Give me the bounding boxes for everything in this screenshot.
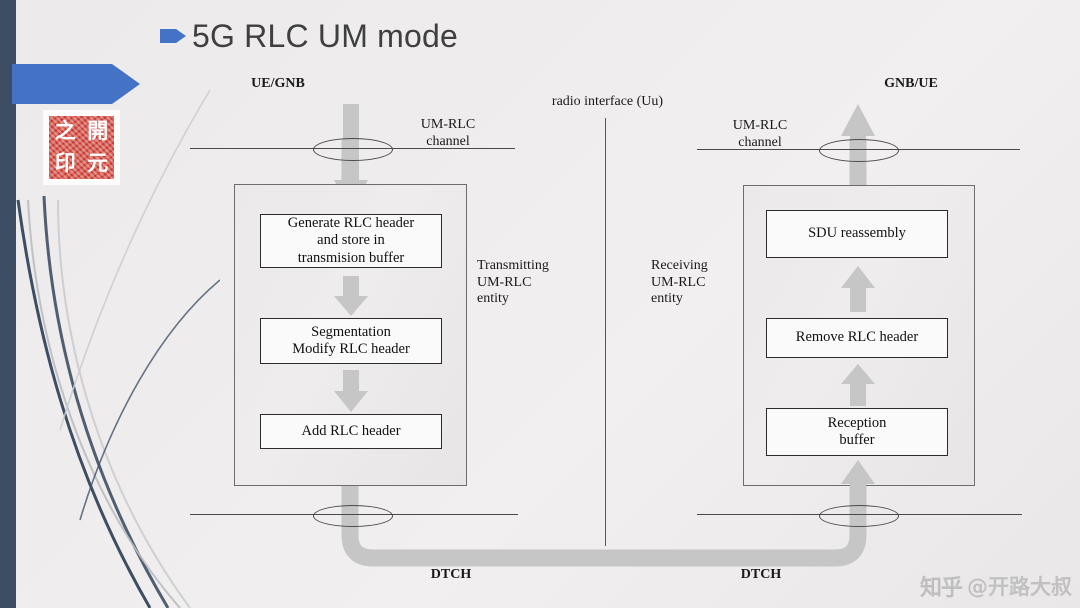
receiving-entity-side-label: Receiving UM-RLC entity bbox=[651, 258, 708, 307]
seal-char-2: 開 bbox=[87, 119, 109, 144]
watermark-handle: @开路大叔 bbox=[967, 575, 1072, 599]
red-seal-stamp: 之 開 印 元 bbox=[43, 110, 120, 185]
seal-char-3: 印 bbox=[54, 150, 76, 175]
seal-char-4: 元 bbox=[87, 150, 109, 175]
right-bottom-up-arrow bbox=[841, 460, 875, 532]
process-box-remove-rlc-header[interactable]: Remove RLC header bbox=[766, 318, 948, 358]
left-arrow-step1-to-step2 bbox=[334, 276, 368, 316]
process-box-segmentation[interactable]: Segmentation Modify RLC header bbox=[260, 318, 442, 364]
radio-interface-label: radio interface (Uu) bbox=[551, 94, 664, 109]
left-arrow-step2-to-step3 bbox=[334, 370, 368, 412]
seal-char-1: 之 bbox=[54, 119, 76, 144]
left-accent-band bbox=[0, 0, 16, 608]
right-arrow-step2-to-step1 bbox=[841, 266, 875, 312]
process-box-sdu-reassembly[interactable]: SDU reassembly bbox=[766, 210, 948, 258]
watermark: 知乎 @开路大叔 bbox=[920, 570, 1072, 602]
title-bullet-arrow-icon bbox=[160, 29, 186, 43]
left-top-sap-ellipse bbox=[313, 138, 393, 161]
right-arrow-step3-to-step2 bbox=[841, 364, 875, 406]
right-entity-header: GNB/UE bbox=[884, 76, 938, 91]
banner-arrow-shape bbox=[12, 64, 140, 104]
left-channel-label: UM-RLC channel bbox=[420, 117, 476, 149]
process-box-add-rlc-header[interactable]: Add RLC header bbox=[260, 414, 442, 449]
zhihu-logo-icon: 知乎 bbox=[919, 576, 963, 601]
radio-interface-divider bbox=[605, 118, 606, 546]
decorative-curves bbox=[16, 89, 220, 608]
transmitting-entity-side-label: Transmitting UM-RLC entity bbox=[477, 258, 549, 307]
process-box-reception-buffer[interactable]: Reception buffer bbox=[766, 408, 948, 456]
page-title: 5G RLC UM mode bbox=[192, 18, 458, 54]
process-box-generate-rlc-header[interactable]: Generate RLC header and store in transmi… bbox=[260, 214, 442, 268]
right-bottom-sap-ellipse bbox=[819, 505, 899, 527]
dtch-gray-path bbox=[341, 140, 867, 567]
left-bottom-sap-ellipse bbox=[313, 505, 393, 527]
right-channel-label: UM-RLC channel bbox=[732, 118, 788, 150]
left-dtch-label: DTCH bbox=[430, 567, 472, 582]
right-top-sap-ellipse bbox=[819, 139, 899, 162]
right-dtch-label: DTCH bbox=[740, 567, 782, 582]
left-entity-header: UE/GNB bbox=[251, 76, 305, 91]
